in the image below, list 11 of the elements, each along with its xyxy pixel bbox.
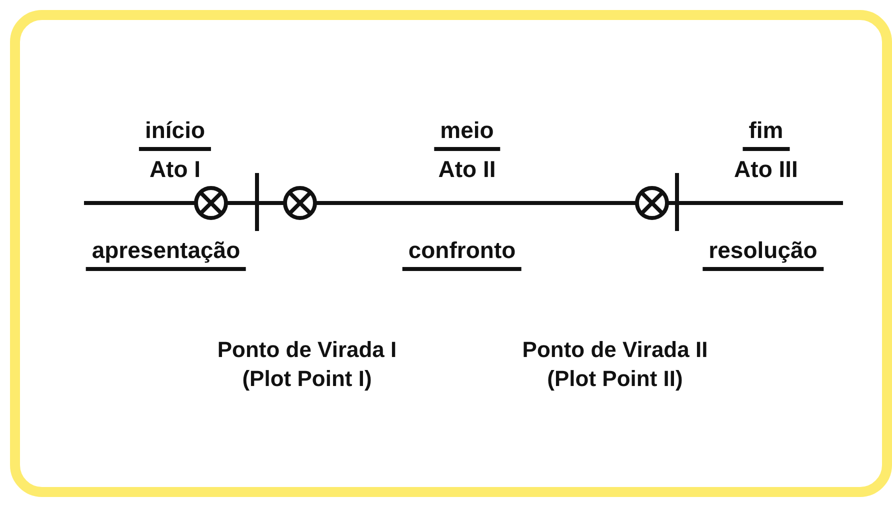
act-label: Ato I	[149, 157, 201, 182]
act-label: Ato II	[438, 157, 496, 182]
section-label: início	[138, 118, 212, 152]
turning-point-label: Ponto de Virada II (Plot Point II)	[521, 336, 709, 393]
turning-point-label: Ponto de Virada I (Plot Point I)	[216, 336, 398, 393]
act-label: Ato III	[734, 157, 798, 182]
phase-label: confronto	[402, 238, 522, 272]
section-label: fim	[742, 118, 790, 152]
phase-label: resolução	[702, 238, 824, 272]
section-label: meio	[434, 118, 500, 152]
phase-label: apresentação	[86, 238, 246, 272]
